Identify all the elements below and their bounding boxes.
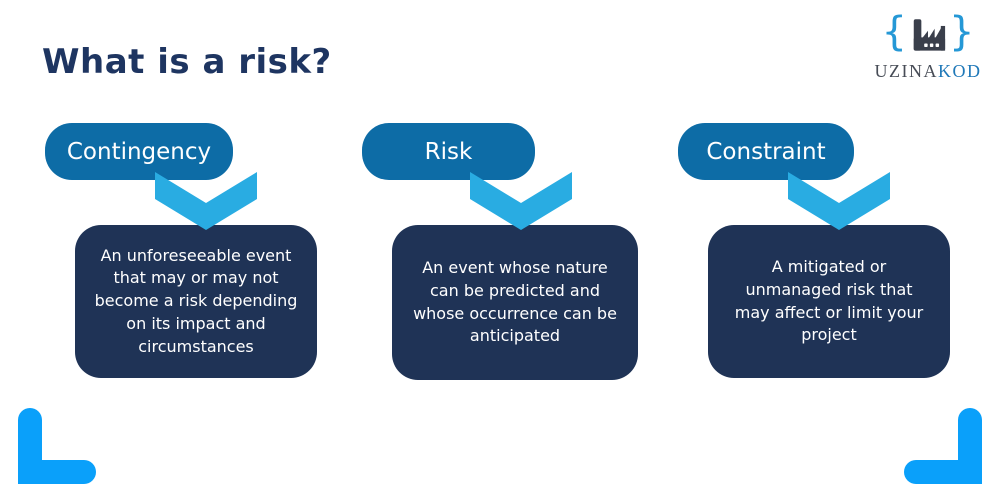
card-label: Contingency bbox=[66, 138, 212, 165]
right-brace-icon: } bbox=[949, 9, 975, 55]
factory-icon bbox=[913, 18, 946, 51]
card-label: Risk bbox=[424, 138, 473, 165]
chevron-down-icon bbox=[155, 172, 257, 230]
logo-wordmark: UZINAKOD bbox=[875, 61, 982, 82]
card-description: A mitigated or unmanaged risk that may a… bbox=[734, 257, 924, 345]
card-label-pill-contingency: Contingency bbox=[45, 123, 233, 180]
uzinakod-logo: { } UZINAKOD bbox=[868, 8, 988, 82]
left-brace-icon: { bbox=[881, 9, 907, 55]
card-description-box-risk: An event whose nature can be predicted a… bbox=[392, 225, 638, 380]
card-label-pill-risk: Risk bbox=[362, 123, 535, 180]
card-description: An unforeseeable event that may or may n… bbox=[94, 245, 298, 356]
chevron-down-icon bbox=[470, 172, 572, 230]
page-title: What is a risk? bbox=[42, 42, 332, 82]
bottom-right-corner-decoration bbox=[904, 460, 982, 484]
card-label: Constraint bbox=[706, 138, 826, 165]
chevron-down-icon bbox=[788, 172, 890, 230]
card-description-box-constraint: A mitigated or unmanaged risk that may a… bbox=[708, 225, 950, 378]
card-label-pill-constraint: Constraint bbox=[678, 123, 854, 180]
card-description: An event whose nature can be predicted a… bbox=[413, 258, 617, 346]
logo-wordmark-kod: KOD bbox=[938, 61, 982, 81]
card-description-box-contingency: An unforeseeable event that may or may n… bbox=[75, 225, 317, 378]
bottom-left-corner-decoration bbox=[18, 460, 96, 484]
logo-mark: { } bbox=[882, 8, 975, 60]
logo-wordmark-uzina: UZINA bbox=[874, 61, 938, 81]
